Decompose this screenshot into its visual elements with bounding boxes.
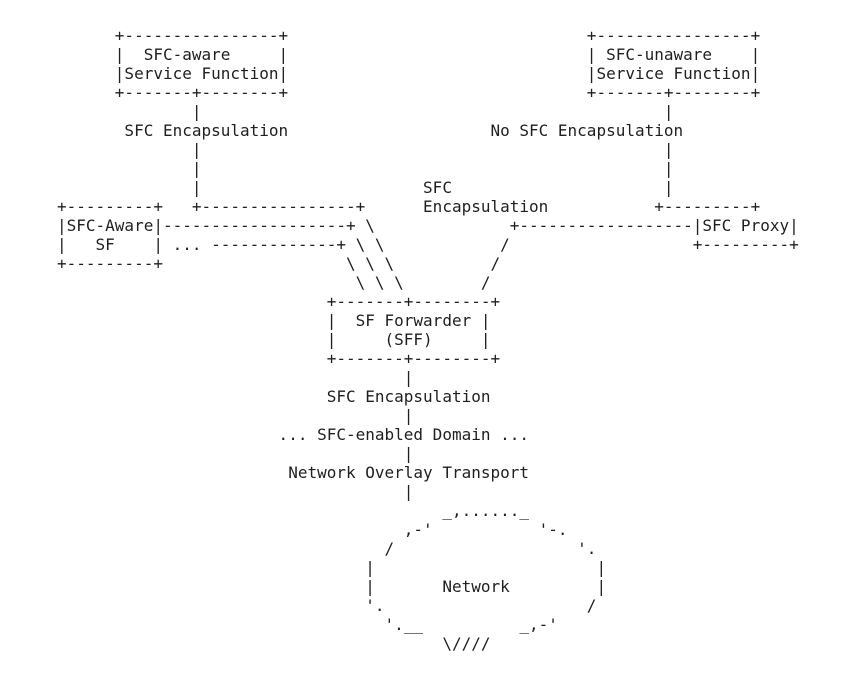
- sfc-architecture-ascii-diagram: +----------------+ +----------------+ | …: [57, 26, 799, 653]
